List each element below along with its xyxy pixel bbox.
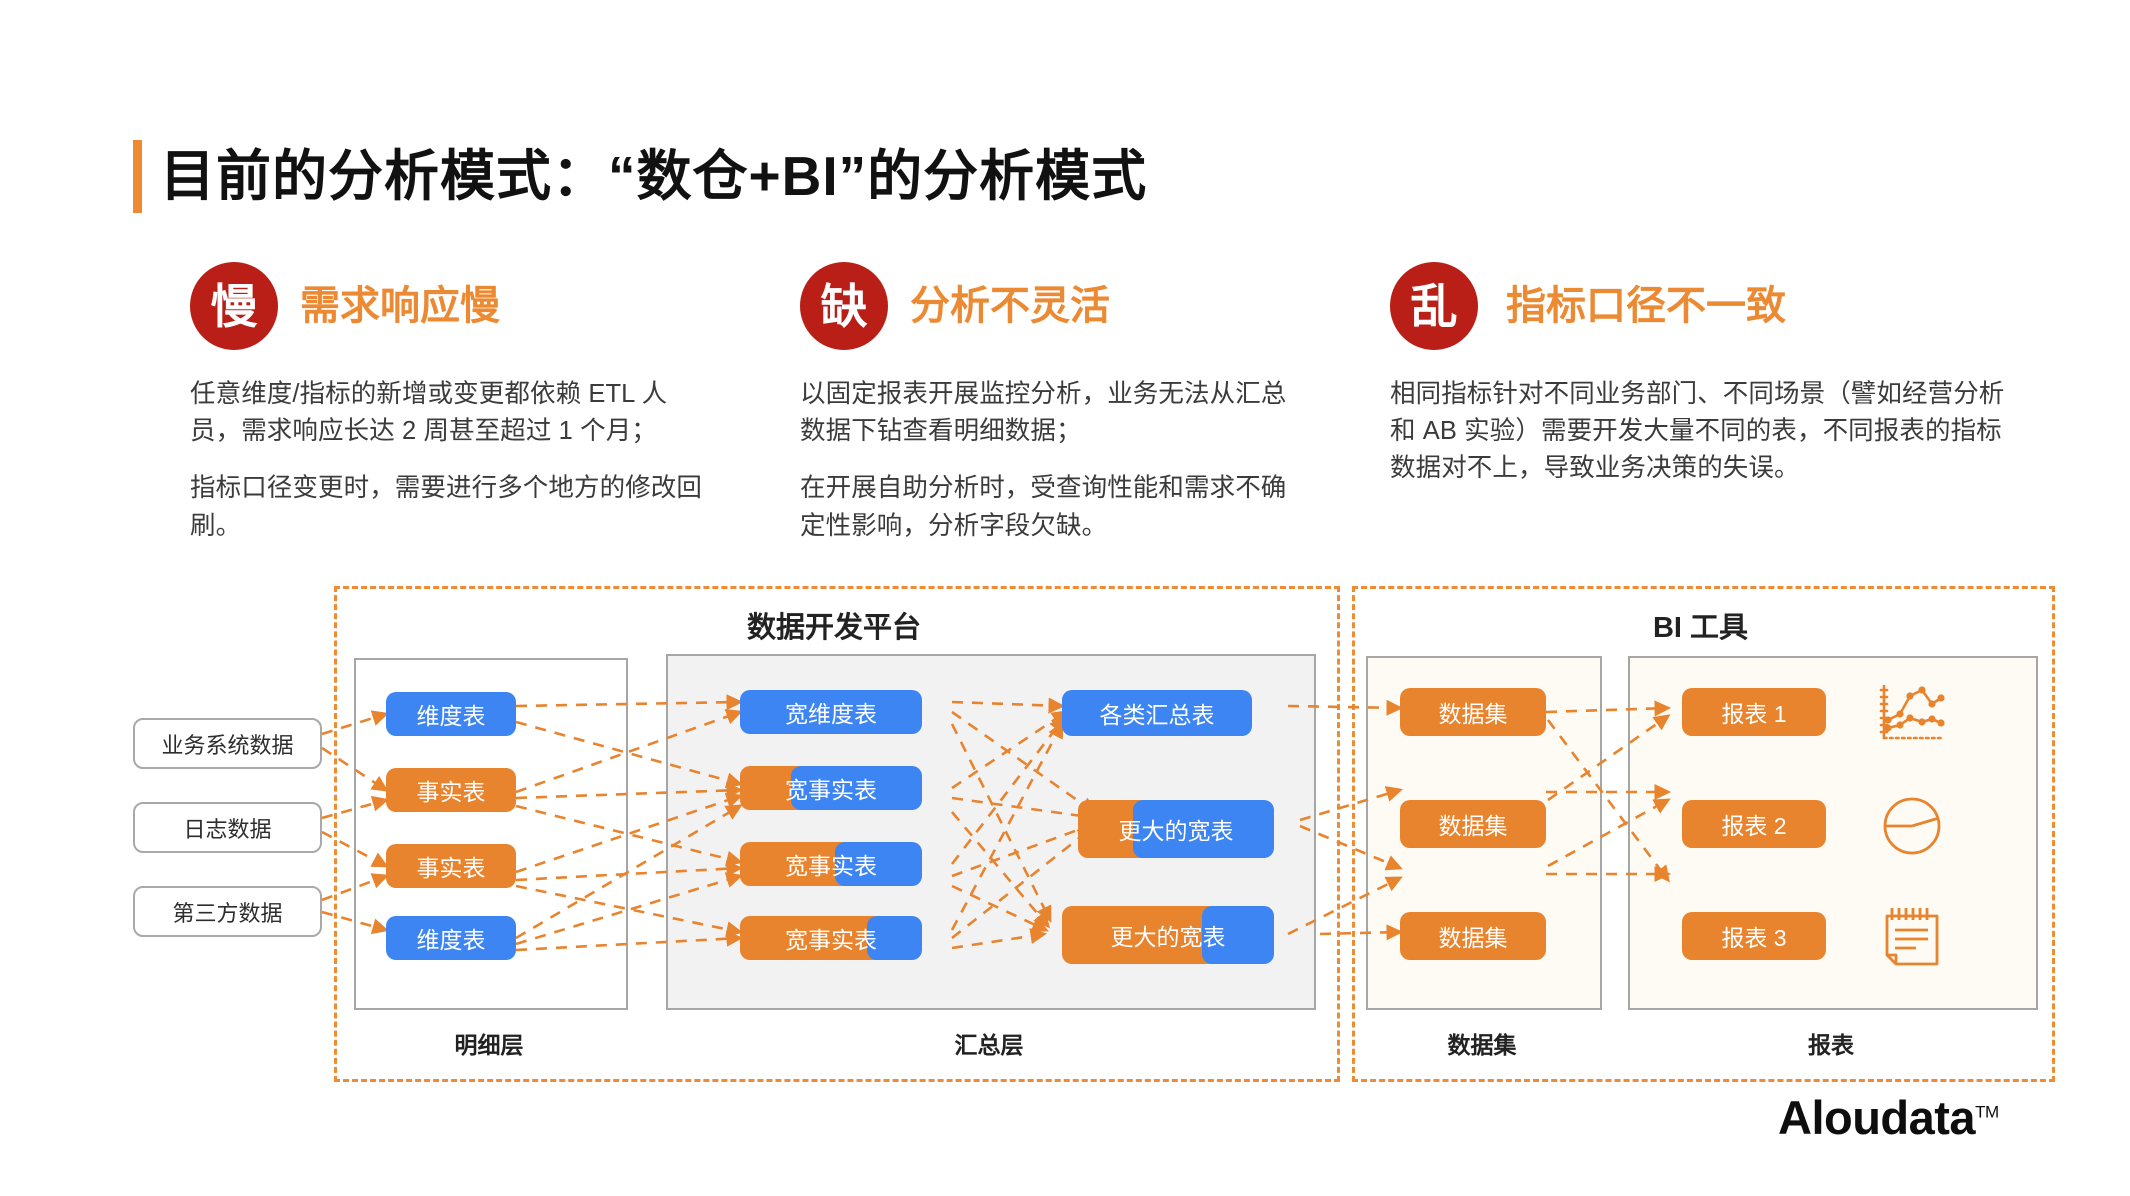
node-blue-segment	[1201, 906, 1274, 964]
node-wide-fact-table[interactable]: 宽事实表	[740, 842, 922, 886]
node-label: 宽维度表	[785, 701, 877, 727]
node-label: 数据集	[1438, 925, 1508, 951]
node-label: 报表 1	[1721, 701, 1787, 727]
problem-column-inflexible: 缺 分析不灵活 以固定报表开展监控分析，业务无法从汇总数据下钻查看明细数据； 在…	[800, 258, 1300, 545]
node-blue-segment	[1132, 800, 1274, 858]
node-fact-table[interactable]: 事实表	[386, 844, 516, 888]
problem-paragraph: 任意维度/指标的新增或变更都依赖 ETL 人员，需求响应长达 2 周甚至超过 1…	[190, 380, 668, 446]
trademark-symbol: TM	[1975, 1102, 1999, 1122]
problem-badge-inconsistent: 乱	[1390, 262, 1478, 350]
node-label: 事实表	[416, 855, 486, 881]
problem-badge-inflexible: 缺	[800, 262, 888, 350]
caption-report: 报表	[1808, 1032, 1854, 1058]
problem-heading-row: 乱 指标口径不一致	[1390, 258, 2010, 354]
node-dataset[interactable]: 数据集	[1400, 688, 1546, 736]
problem-paragraph: 在开展自助分析时，受查询性能和需求不确定性影响，分析字段欠缺。	[800, 474, 1287, 540]
caption-summary-layer: 汇总层	[954, 1032, 1024, 1058]
brand-logo: AloudataTM	[1778, 1090, 1999, 1145]
node-larger-wide-table[interactable]: 更大的宽表	[1062, 906, 1274, 964]
node-dataset[interactable]: 数据集	[1400, 800, 1546, 848]
node-label: 数据集	[1438, 813, 1508, 839]
problem-heading-row: 慢 需求响应慢	[190, 258, 710, 354]
node-label: 宽事实表	[785, 927, 877, 953]
node-larger-wide-table[interactable]: 更大的宽表	[1078, 800, 1274, 858]
brand-logo-text: Aloudata	[1778, 1091, 1976, 1144]
source-box-business-system[interactable]: 业务系统数据	[133, 718, 322, 769]
node-dimension-table[interactable]: 维度表	[386, 692, 516, 736]
source-box-third-party-data[interactable]: 第三方数据	[133, 886, 322, 937]
problem-badge-slow: 慢	[190, 262, 278, 350]
problem-title-slow: 需求响应慢	[300, 284, 500, 328]
node-label: 维度表	[416, 703, 486, 729]
node-wide-fact-table[interactable]: 宽事实表	[740, 766, 922, 810]
node-blue-segment	[790, 766, 922, 810]
group-title-bi-tool: BI 工具	[1652, 612, 1749, 644]
node-dataset[interactable]: 数据集	[1400, 912, 1546, 960]
node-report-2[interactable]: 报表 2	[1682, 800, 1826, 848]
problem-title-inflexible: 分析不灵活	[910, 284, 1110, 328]
node-wide-dimension-table[interactable]: 宽维度表	[740, 690, 922, 734]
line-chart-icon	[1879, 684, 1945, 740]
title-accent-bar	[133, 140, 142, 213]
node-report-1[interactable]: 报表 1	[1682, 688, 1826, 736]
caption-dataset: 数据集	[1447, 1032, 1517, 1058]
problem-column-inconsistent: 乱 指标口径不一致 相同指标针对不同业务部门、不同场景（譬如经营分析和 AB 实…	[1390, 258, 2010, 488]
node-wide-fact-table[interactable]: 宽事实表	[740, 916, 922, 960]
notebook-report-icon	[1885, 908, 1939, 966]
node-aggregate-tables[interactable]: 各类汇总表	[1062, 690, 1252, 736]
node-dimension-table[interactable]: 维度表	[386, 916, 516, 960]
node-label: 事实表	[416, 779, 486, 805]
node-label: 宽事实表	[785, 777, 877, 803]
node-label: 报表 3	[1721, 925, 1787, 951]
node-label: 数据集	[1438, 701, 1508, 727]
problem-heading-row: 缺 分析不灵活	[800, 258, 1300, 354]
problem-column-slow: 慢 需求响应慢 任意维度/指标的新增或变更都依赖 ETL 人员，需求响应长达 2…	[190, 258, 710, 545]
node-orange-segment	[740, 916, 886, 960]
node-label: 更大的宽表	[1110, 924, 1226, 950]
node-label: 各类汇总表	[1099, 702, 1215, 728]
page-title: 目前的分析模式：“数仓+BI”的分析模式	[160, 145, 1148, 207]
group-title-data-development-platform: 数据开发平台	[746, 612, 921, 644]
problem-paragraph: 指标口径变更时，需要进行多个地方的修改回刷。	[190, 474, 703, 540]
problem-paragraph: 以固定报表开展监控分析，业务无法从汇总数据下钻查看明细数据；	[800, 380, 1287, 446]
node-label: 宽事实表	[785, 853, 877, 879]
problem-paragraph: 相同指标针对不同业务部门、不同场景（譬如经营分析和 AB 实验）需要开发大量不同…	[1390, 380, 2005, 483]
node-label: 更大的宽表	[1118, 818, 1234, 844]
source-box-log-data[interactable]: 日志数据	[133, 802, 322, 853]
node-label: 报表 2	[1721, 813, 1787, 839]
caption-detail-layer: 明细层	[454, 1032, 524, 1058]
node-label: 维度表	[416, 927, 486, 953]
node-blue-segment	[834, 842, 922, 886]
page-title-wrap: 目前的分析模式：“数仓+BI”的分析模式	[133, 140, 1147, 213]
node-report-3[interactable]: 报表 3	[1682, 912, 1826, 960]
problem-title-inconsistent: 指标口径不一致	[1506, 284, 1786, 328]
node-fact-table[interactable]: 事实表	[386, 768, 516, 812]
pie-chart-icon	[1883, 797, 1941, 855]
node-blue-segment	[867, 916, 922, 960]
